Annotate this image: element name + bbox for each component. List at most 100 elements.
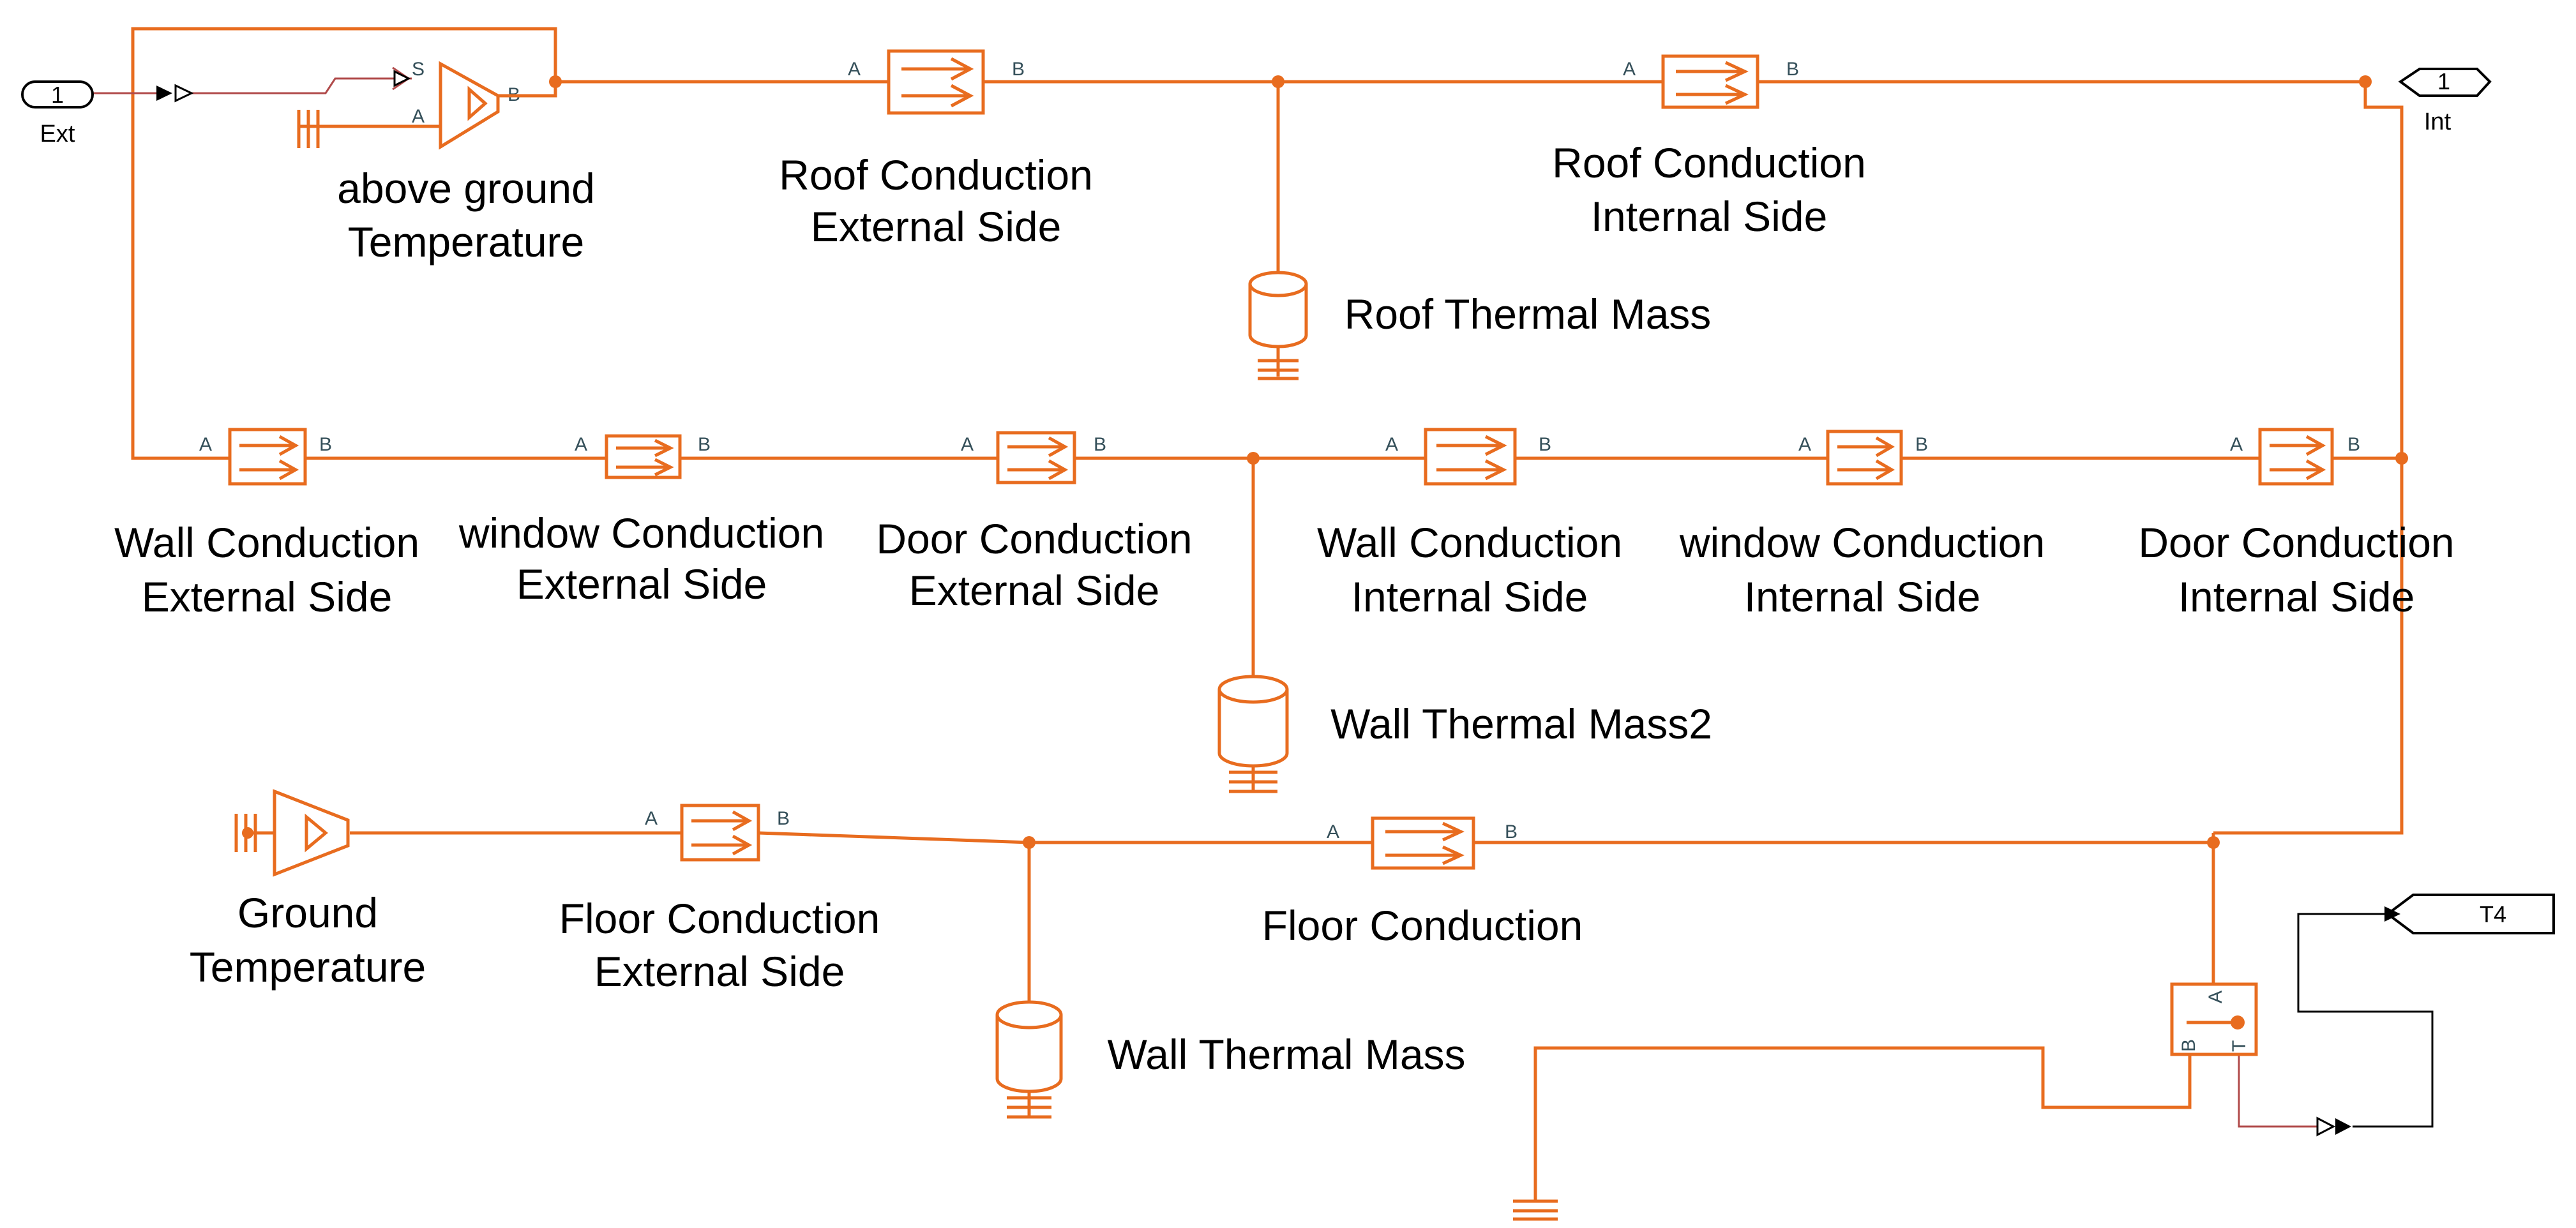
label-roof-int-2: Internal Side [1591,193,1828,240]
port-label-a: A [1385,434,1398,455]
port-label-a: A [2230,434,2243,455]
label-door-int-2: Internal Side [2178,573,2415,620]
block-floor-external[interactable]: A B [645,804,790,862]
wall-thermal-mass2[interactable] [1217,675,1289,793]
port-label-b: B [2178,1039,2199,1052]
connection-wires [131,27,2404,1200]
label-door-ext-2: External Side [909,567,1160,614]
arrow-head-icon [2384,906,2400,922]
port-label-s: S [412,59,425,80]
inport-name: Ext [40,121,75,147]
block-door-internal[interactable]: A B [2230,428,2360,486]
port-label-a: A [2205,991,2226,1003]
junction-dot [2207,836,2220,849]
conduction-blocks: A B A B A B A B A B [199,49,2360,870]
block-floor[interactable]: A B [1327,816,1518,870]
block-window-internal[interactable]: A B [1798,430,1928,486]
block-door-external[interactable]: A B [961,431,1106,484]
arrow-head-icon [2335,1118,2351,1135]
junction-dot [2395,452,2408,465]
block-roof-external[interactable]: A B [848,49,1025,115]
arrow-head-icon [156,86,172,101]
label-ground-temp-2: Temperature [190,943,426,991]
ps-temp-source-ground[interactable] [234,789,350,877]
outport-number: 1 [2437,68,2450,94]
inport-number: 1 [51,82,64,108]
port-label-a: A [848,59,861,80]
goto-tag: T4 [2480,901,2506,927]
label-ground-temp-1: Ground [237,889,378,936]
temperature-sensor[interactable]: A B T [2170,906,2400,1137]
port-label-a: A [961,434,974,455]
label-roof-mass: Roof Thermal Mass [1344,290,1712,338]
junction-dot [2359,75,2372,88]
label-wall-mass2: Wall Thermal Mass2 [1330,700,1712,747]
label-door-int-1: Door Conduction [2138,519,2454,566]
wire-right-vertical[interactable] [2213,82,2404,835]
port-label-a: A [412,106,425,127]
port-label-t: T [2229,1040,2250,1052]
label-above-ground-1: above ground [337,165,595,212]
block-window-external[interactable]: A B [575,434,711,479]
block-wall-internal[interactable]: A B [1385,428,1551,486]
block-labels: above ground Temperature Roof Conduction… [114,139,2455,1078]
label-floor: Floor Conduction [1262,902,1583,949]
arrow-head-icon [393,70,411,87]
outport-name: Int [2424,109,2452,135]
goto-block-t4[interactable]: T4 [2385,894,2555,934]
port-label-a: A [1798,434,1811,455]
port-label-a: A [1327,821,1339,842]
arrow-head-icon [174,84,194,103]
label-roof-ext-1: Roof Conduction [779,151,1093,198]
port-label-b: B [777,808,790,829]
label-door-ext-1: Door Conduction [876,515,1192,562]
label-window-ext-2: External Side [516,560,767,608]
label-wall-int-1: Wall Conduction [1317,519,1622,566]
reference-icon [1513,1199,1558,1221]
port-label-b: B [319,434,332,455]
wall-thermal-mass[interactable] [995,1000,1063,1119]
port-label-a: A [645,808,658,829]
port-label-b: B [2347,434,2360,455]
port-label-b: B [1915,434,1928,455]
inport-ext[interactable]: 1 Ext [21,80,194,147]
label-above-ground-2: Temperature [348,218,585,266]
reference-icon [297,110,320,148]
wire-loop-top[interactable] [131,27,557,460]
label-window-ext-1: window Conduction [458,509,824,557]
signal-sensor-out[interactable] [2238,1054,2321,1128]
port-label-a: A [575,434,587,455]
label-wall-mass: Wall Thermal Mass [1107,1031,1465,1078]
block-roof-internal[interactable]: A B [1623,54,1799,109]
port-label-b: B [698,434,711,455]
label-roof-ext-2: External Side [811,203,1062,250]
arrow-head-icon [2316,1116,2336,1137]
label-floor-ext-2: External Side [594,948,845,995]
port-label-b: B [1786,59,1799,80]
label-wall-ext-2: External Side [142,573,393,620]
junction-dot [1023,836,1036,849]
roof-thermal-mass[interactable] [1248,271,1308,380]
label-wall-ext-1: Wall Conduction [114,519,419,566]
port-label-b: B [1539,434,1551,455]
label-window-int-1: window Conduction [1679,519,2045,566]
block-wall-external[interactable]: A B [199,428,332,486]
thermal-reference[interactable] [1513,1199,1558,1221]
wire-sensor-ref[interactable] [1533,1046,2192,1200]
port-label-b: B [1505,821,1518,842]
outport-int[interactable]: 1 Int [2398,68,2492,135]
port-label-a: A [1623,59,1636,80]
label-floor-ext-1: Floor Conduction [559,895,880,942]
ps-temp-source-above-ground[interactable]: S A B [297,59,557,150]
junction-dot [1272,75,1284,88]
port-label-b: B [1094,434,1106,455]
signal-ext-to-ps[interactable] [93,77,389,94]
signal-goto-line[interactable] [2297,913,2434,1128]
label-wall-int-2: Internal Side [1352,573,1588,620]
wire-floor-ext[interactable] [350,831,1030,844]
port-label-a: A [199,434,212,455]
port-label-b: B [1012,59,1025,80]
signal-lines [93,77,2434,1128]
label-window-int-2: Internal Side [1744,573,1981,620]
